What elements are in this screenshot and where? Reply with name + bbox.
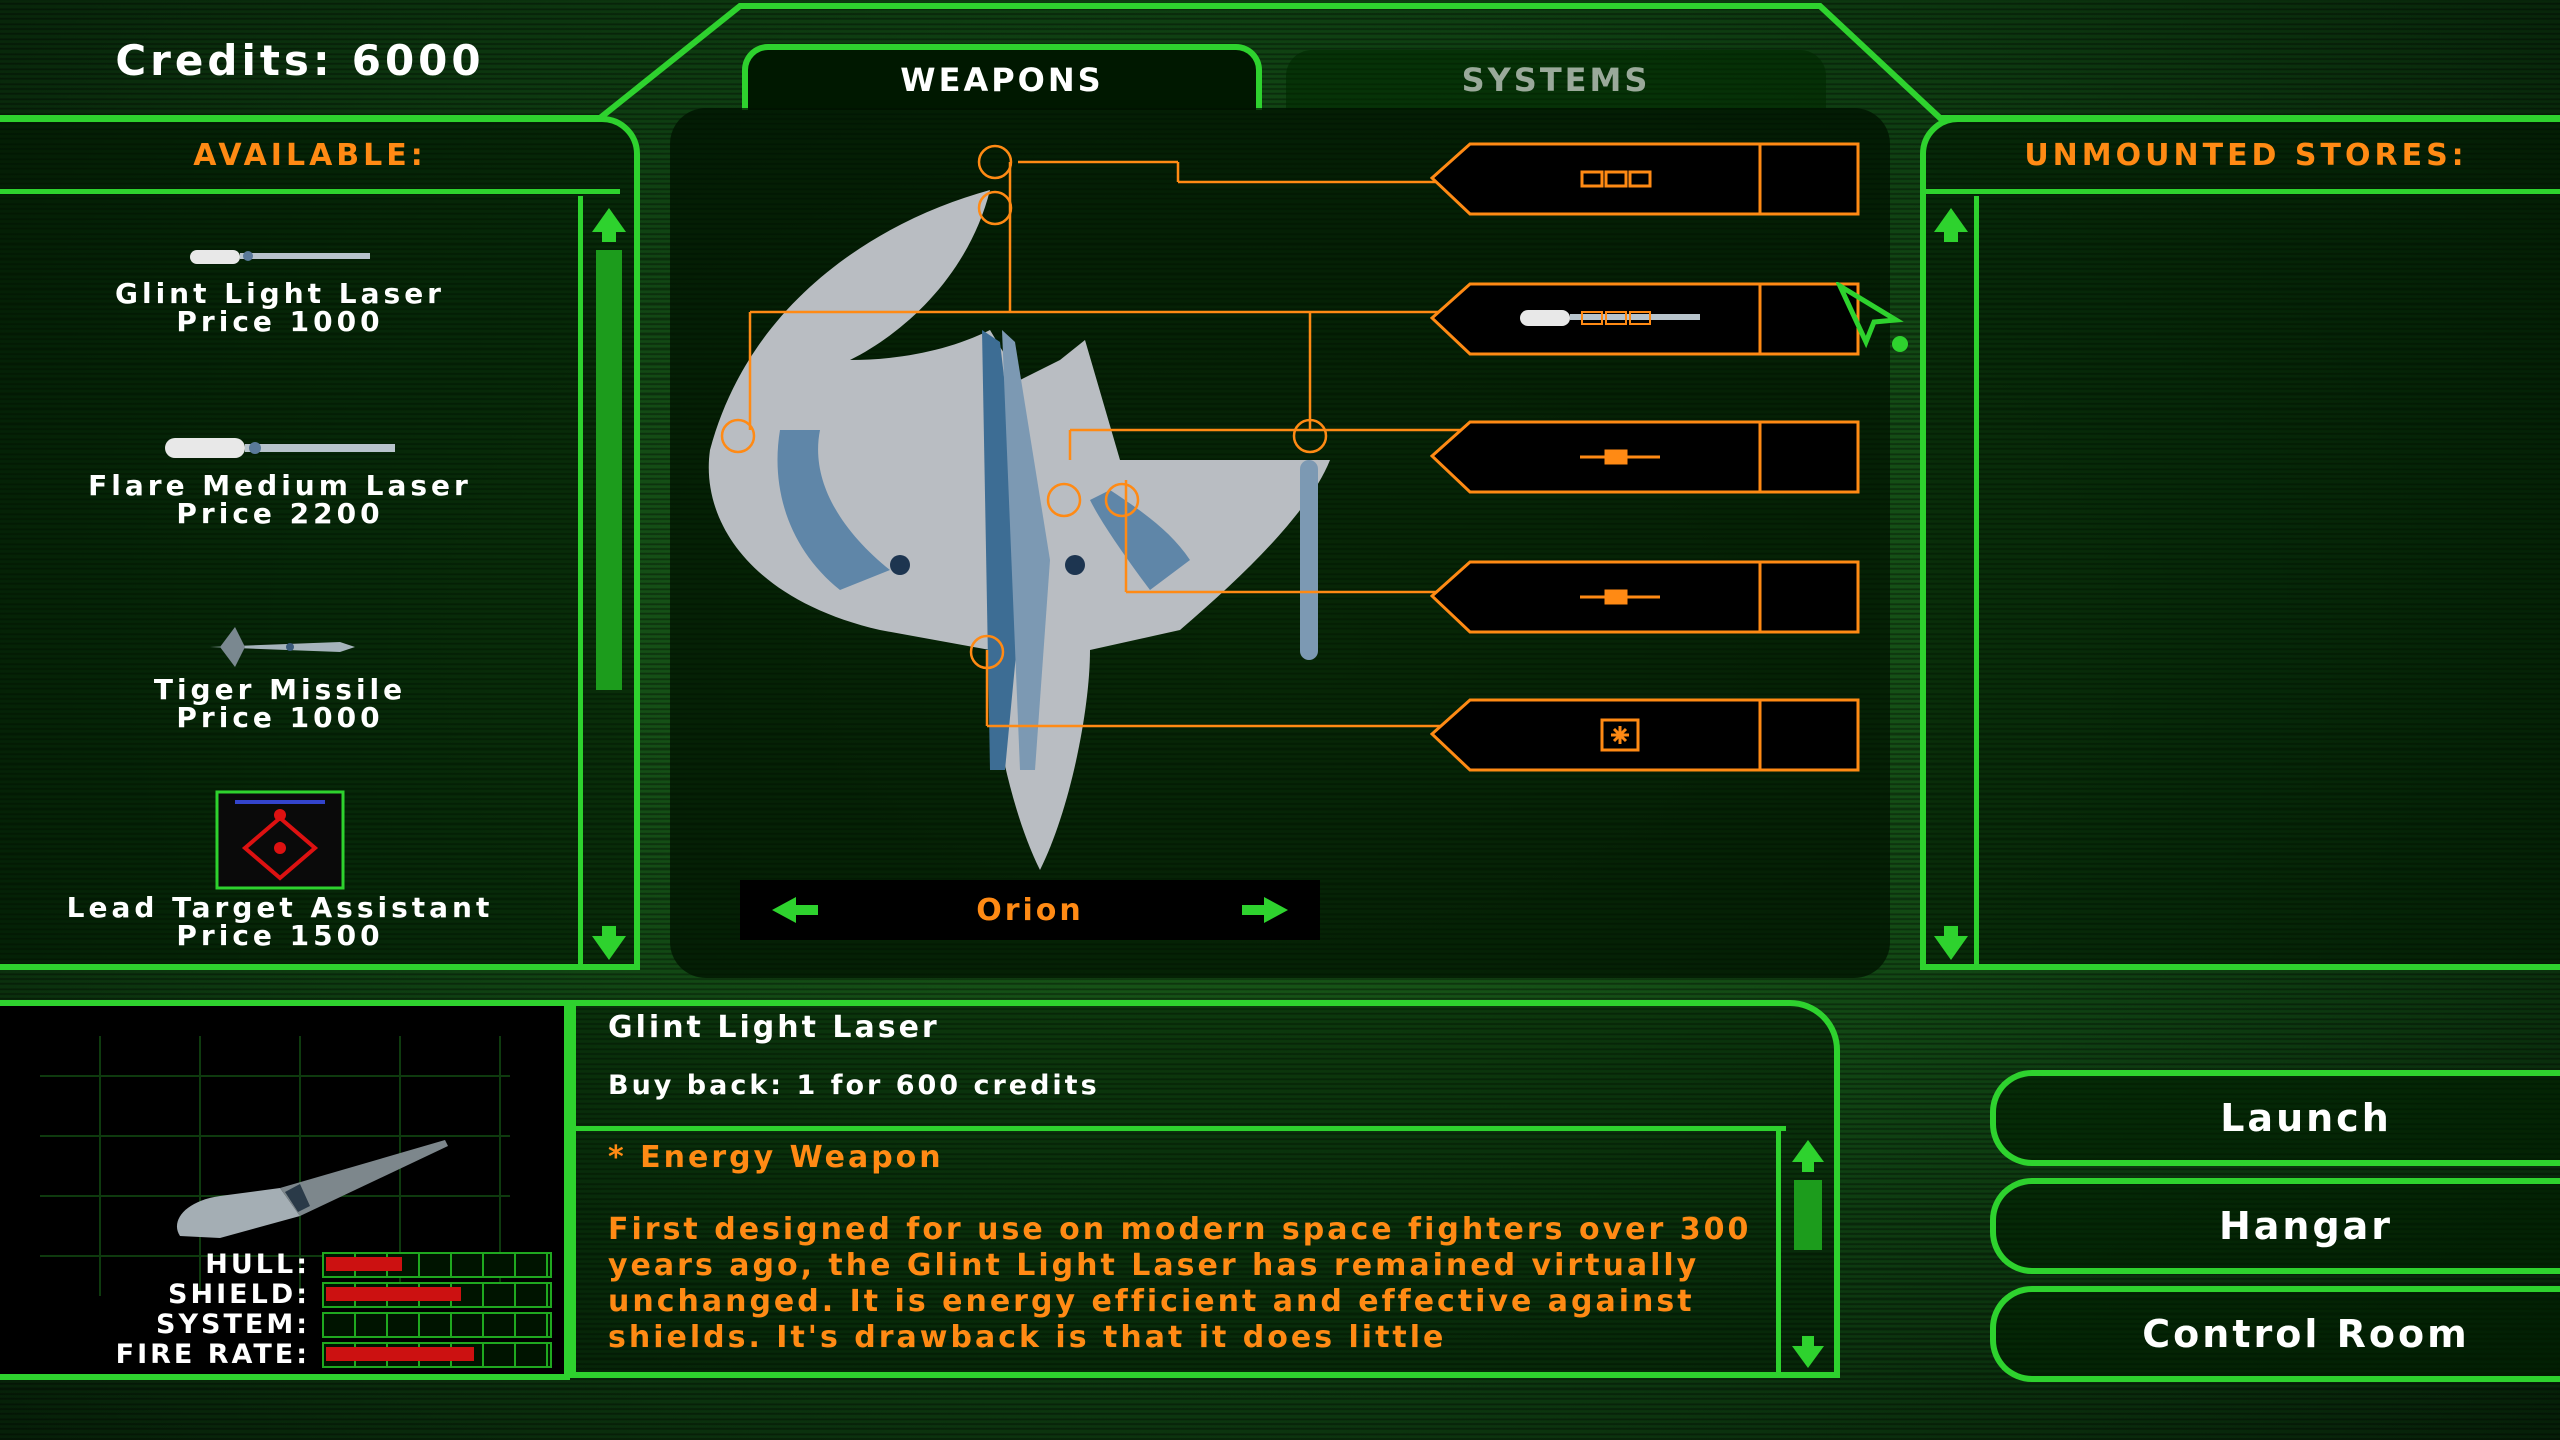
available-item-lead-target-assistant[interactable]: Lead Target Assistant Price 1500 (20, 790, 540, 950)
pointer-cursor-icon (1836, 282, 1908, 352)
prev-ship-arrow-icon[interactable] (770, 895, 820, 925)
available-scrollbar[interactable] (586, 204, 632, 964)
laser-icon (190, 250, 370, 264)
stat-fill (326, 1286, 462, 1301)
item-info-panel (570, 1000, 1840, 1378)
stat-fire-rate: FIRE RATE: (60, 1339, 552, 1370)
stat-fill (326, 1346, 475, 1361)
stat-hull: HULL: (60, 1249, 552, 1280)
targeting-icon (215, 790, 345, 890)
description-box (576, 1126, 1786, 1378)
scroll-up-arrow-icon (592, 208, 626, 242)
stat-bar (322, 1341, 552, 1368)
credits-label: Credits: (115, 35, 334, 85)
tab-weapons-label: WEAPONS (900, 61, 1104, 99)
next-ship-arrow-icon[interactable] (1240, 895, 1290, 925)
scroll-up-arrow-icon (1934, 208, 1968, 242)
scroll-down-arrow-icon (592, 926, 626, 960)
launch-button[interactable]: Launch (1990, 1070, 2560, 1166)
ship-name: Orion (976, 892, 1084, 928)
available-header: AVAILABLE: (0, 122, 620, 194)
available-item-tiger-missile[interactable]: Tiger Missile Price 1000 (20, 622, 540, 732)
stat-label: SHIELD: (168, 1279, 310, 1310)
scroll-down-arrow-icon (1792, 1336, 1824, 1368)
selected-item-category: * Energy Weapon (608, 1140, 944, 1175)
laser-icon (165, 438, 395, 458)
hardpoint-lines (720, 144, 1566, 728)
laser-icon (176, 1140, 448, 1238)
item-name: Flare Medium Laser (88, 469, 472, 502)
stat-bar (322, 1311, 552, 1338)
available-item-glint-light-laser[interactable]: Glint Light Laser Price 1000 (20, 236, 540, 336)
ship-selector: Orion (740, 880, 1320, 940)
available-item-flare-medium-laser[interactable]: Flare Medium Laser Price 2200 (20, 428, 540, 528)
stat-label: FIRE RATE: (115, 1339, 310, 1370)
stat-label: SYSTEM: (156, 1309, 310, 1340)
selected-item-description: First designed for use on modern space f… (608, 1212, 1752, 1355)
missile-icon (210, 627, 355, 667)
item-price: Price 1500 (176, 919, 384, 952)
unmounted-divider (1974, 196, 1979, 966)
missile-mount-icon (1580, 449, 1660, 605)
description-divider (1776, 1126, 1781, 1378)
ship-schematic (708, 144, 1566, 870)
item-price: Price 2200 (176, 497, 384, 530)
item-price: Price 1000 (176, 305, 384, 338)
selected-item-buyback: Buy back: 1 for 600 credits (608, 1070, 1100, 1101)
hardpoint-slot-1 (1430, 142, 1860, 216)
credits-value: 6000 (351, 35, 485, 85)
stat-bar (322, 1251, 552, 1278)
available-divider (578, 196, 583, 966)
stat-bar (322, 1281, 552, 1308)
control-room-button-label: Control Room (2142, 1312, 2470, 1356)
selected-item-name: Glint Light Laser (608, 1010, 940, 1045)
hangar-button-label: Hangar (2218, 1204, 2394, 1248)
scroll-down-arrow-icon (1934, 926, 1968, 960)
scroll-thumb (596, 250, 622, 690)
scroll-thumb (1794, 1180, 1822, 1250)
tab-weapons[interactable]: WEAPONS (742, 44, 1262, 110)
ship-image (708, 190, 1330, 870)
item-name: Lead Target Assistant (66, 891, 494, 924)
stat-shield: SHIELD: (60, 1279, 552, 1310)
scroll-up-arrow-icon (1792, 1140, 1824, 1172)
item-name: Glint Light Laser (115, 277, 445, 310)
gun-pod-icon (1580, 170, 1652, 188)
stat-label: HULL: (205, 1249, 310, 1280)
target-assist-icon (1600, 718, 1640, 752)
control-room-button[interactable]: Control Room (1990, 1286, 2560, 1382)
hardpoint-slot-5 (1430, 698, 1860, 772)
laser-icon (1520, 310, 1700, 326)
description-scrollbar[interactable] (1786, 1136, 1830, 1372)
tab-systems-label: SYSTEMS (1461, 61, 1651, 99)
hangar-button[interactable]: Hangar (1990, 1178, 2560, 1274)
credits-display: Credits: 6000 (0, 0, 600, 120)
tab-systems[interactable]: SYSTEMS (1286, 50, 1826, 110)
launch-button-label: Launch (2220, 1096, 2392, 1140)
stat-system: SYSTEM: (60, 1309, 552, 1340)
hardpoint-slots[interactable] (1430, 140, 1870, 780)
unmounted-stores-header: UNMOUNTED STORES: (1926, 122, 2560, 194)
item-name: Tiger Missile (153, 673, 407, 706)
stat-fill (326, 1256, 403, 1271)
item-price: Price 1000 (176, 701, 384, 734)
unmounted-scrollbar[interactable] (1928, 204, 1974, 964)
unmounted-stores-panel (1920, 116, 2560, 970)
